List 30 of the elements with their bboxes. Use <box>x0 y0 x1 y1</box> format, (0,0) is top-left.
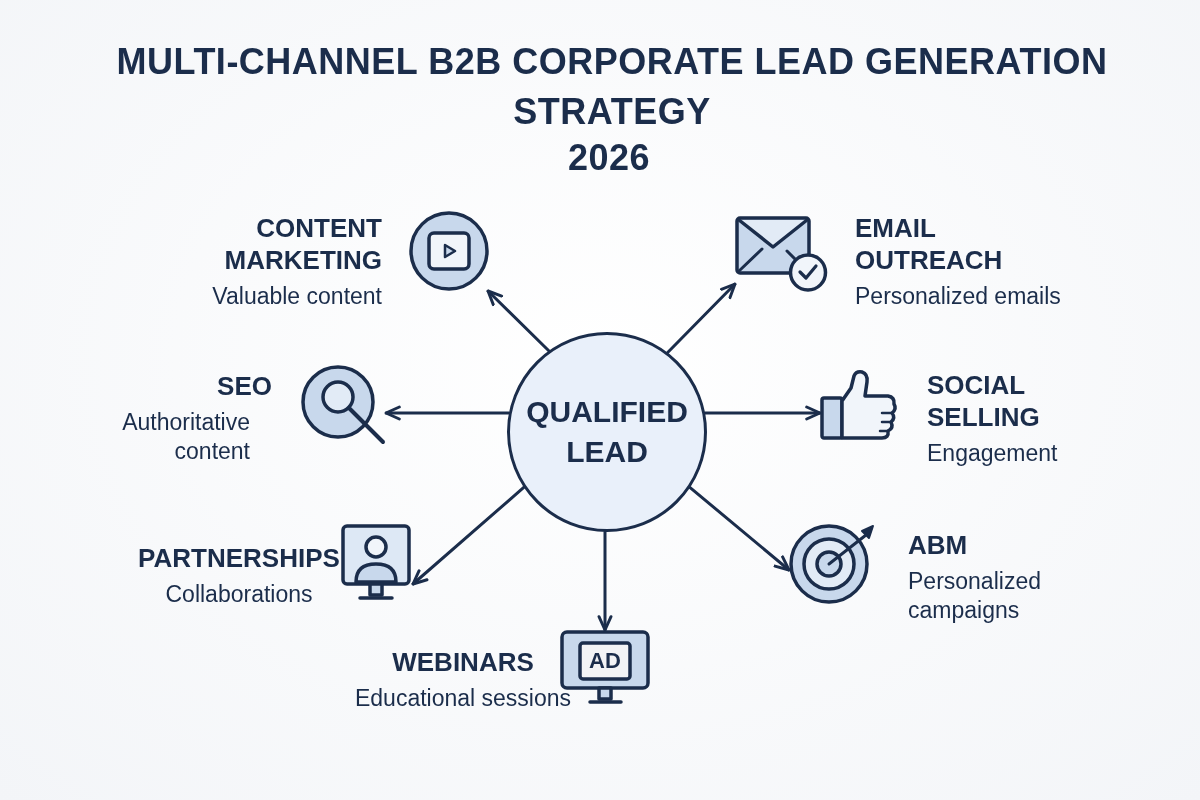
arrow <box>688 486 791 572</box>
arrow <box>597 530 613 632</box>
video-play-icon <box>409 211 489 291</box>
year-label: 2026 <box>567 136 651 180</box>
channel-description: Collaborations <box>165 580 313 609</box>
screen-text: AD <box>589 649 621 673</box>
channel-description: Personalized emails <box>855 282 1061 311</box>
channel-description: Personalized campaigns <box>908 567 1042 625</box>
channel-title: SEO <box>217 370 272 402</box>
channel-title: ABM <box>908 529 968 561</box>
channel-title: SOCIAL SELLING <box>927 369 1041 433</box>
channel-description: Authoritative content <box>121 408 250 466</box>
channel-description: Valuable content <box>212 282 382 311</box>
channel-description: Engagement <box>927 439 1058 468</box>
arrow <box>703 405 822 421</box>
channel-title: EMAIL OUTREACH <box>855 212 1004 276</box>
channel-title: WEBINARS <box>392 646 534 678</box>
envelope-check-icon <box>735 216 828 292</box>
channel-title: CONTENT MARKETING <box>223 212 382 276</box>
channel-title: PARTNERSHIPS <box>138 542 340 574</box>
hub-label: QUALIFIED LEAD <box>526 394 688 470</box>
diagram-title: MULTI-CHANNEL B2B CORPORATE LEAD GENERATION STRATEGY <box>115 40 1109 134</box>
arrow <box>384 405 511 421</box>
channel-description: Educational sessions <box>354 684 572 713</box>
monitor-person-icon <box>341 524 413 600</box>
arrow <box>666 282 737 354</box>
thumbs-up-icon <box>820 370 898 440</box>
arrow <box>411 485 526 586</box>
arrow <box>486 289 551 353</box>
search-icon <box>300 365 386 445</box>
